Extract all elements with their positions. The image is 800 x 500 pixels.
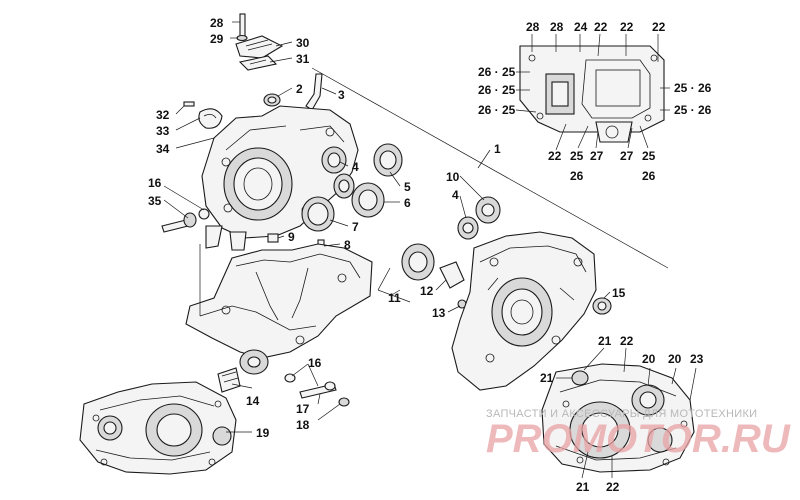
inset-callout-25a: 25 <box>570 149 584 163</box>
inset-callout-27a: 27 <box>590 149 604 163</box>
inset-callout-22d: 22 <box>548 149 562 163</box>
inset-callout-22a: 22 <box>594 20 608 34</box>
callout-34: 34 <box>156 142 170 156</box>
inset-callout-28b: 28 <box>550 20 564 34</box>
callout-18: 18 <box>296 418 310 432</box>
right-crankcase-half <box>451 231 612 391</box>
callout-4-right: 4 <box>452 188 459 202</box>
callout-32: 32 <box>156 108 170 122</box>
breather-cover-group <box>235 13 284 71</box>
inset-bottom-left <box>79 381 252 475</box>
inset-callout-25b: 25 <box>642 149 656 163</box>
assembly-bracket <box>311 67 669 269</box>
callout-3: 3 <box>338 88 345 102</box>
callout-16-lower: 16 <box>308 356 322 370</box>
callout-13: 13 <box>432 306 446 320</box>
callout-17: 17 <box>296 402 310 416</box>
inset-callout-26a: 26 <box>570 169 584 183</box>
callout-35: 35 <box>148 194 162 208</box>
inset-callout-20a: 20 <box>642 352 656 366</box>
seal-and-pipe <box>263 73 323 111</box>
watermark-caption: ЗАПЧАСТИ И АКСЕССУАРЫ ДЛЯ МОТОТЕХНИКИ <box>486 408 757 420</box>
callout-labels: 28 29 30 31 2 3 32 33 34 4 5 6 7 8 9 16 … <box>148 16 712 494</box>
inset-callout-22e: 22 <box>620 334 634 348</box>
inset-callout-21a: 21 <box>598 334 612 348</box>
callout-28: 28 <box>210 16 224 30</box>
inset-callout-26-25a: 26 · 25 <box>478 65 516 79</box>
callout-11: 11 <box>388 291 401 305</box>
inset-callout-28a: 28 <box>526 20 540 34</box>
inset-callout-25-26b: 25 · 26 <box>674 103 712 117</box>
inset-callout-27b: 27 <box>620 149 634 163</box>
inset-callout-26-25c: 26 · 25 <box>478 103 516 117</box>
callout-31: 31 <box>296 52 310 66</box>
callout-15: 15 <box>612 286 626 300</box>
callout-14: 14 <box>246 394 260 408</box>
callout-8: 8 <box>344 238 351 252</box>
callout-1: 1 <box>494 142 501 156</box>
inset-callout-22b: 22 <box>620 20 634 34</box>
inset-callout-23: 23 <box>690 352 704 366</box>
oil-strainer-parts <box>217 349 350 407</box>
callout-10: 10 <box>446 170 460 184</box>
callout-7: 7 <box>352 220 359 234</box>
leader-lines <box>163 21 611 421</box>
callout-33: 33 <box>156 124 170 138</box>
callout-19: 19 <box>256 426 270 440</box>
inset-callout-21b: 21 <box>540 371 554 385</box>
inset-callout-22c: 22 <box>652 20 666 34</box>
inset-callout-25-26a: 25 · 26 <box>674 81 712 95</box>
callout-2: 2 <box>296 82 303 96</box>
callout-6: 6 <box>404 196 411 210</box>
callout-4: 4 <box>352 160 359 174</box>
inset-callout-26b: 26 <box>642 169 656 183</box>
watermark: ЗАПЧАСТИ И АКСЕССУАРЫ ДЛЯ МОТОТЕХНИКИ PR… <box>486 408 791 461</box>
callout-12: 12 <box>420 284 434 298</box>
callout-30: 30 <box>296 36 310 50</box>
callout-5: 5 <box>404 180 411 194</box>
inset-top-view <box>515 33 670 151</box>
inset-callout-24: 24 <box>574 20 588 34</box>
side-cover-small <box>183 101 223 129</box>
callout-16: 16 <box>148 176 162 190</box>
lower-crankcase <box>185 243 373 359</box>
inset-callout-21c: 21 <box>576 480 590 494</box>
left-crankcase-half <box>201 105 359 251</box>
bearings-left <box>301 143 403 232</box>
inset-callout-22f: 22 <box>606 480 620 494</box>
inset-callout-20b: 20 <box>668 352 682 366</box>
callout-29: 29 <box>210 32 224 46</box>
callout-9: 9 <box>288 230 295 244</box>
center-seals <box>401 196 501 309</box>
watermark-logo: PROMOTOR.RU <box>486 417 791 461</box>
inset-callout-26-25b: 26 · 25 <box>478 83 516 97</box>
inset-bottom-right <box>541 347 697 473</box>
